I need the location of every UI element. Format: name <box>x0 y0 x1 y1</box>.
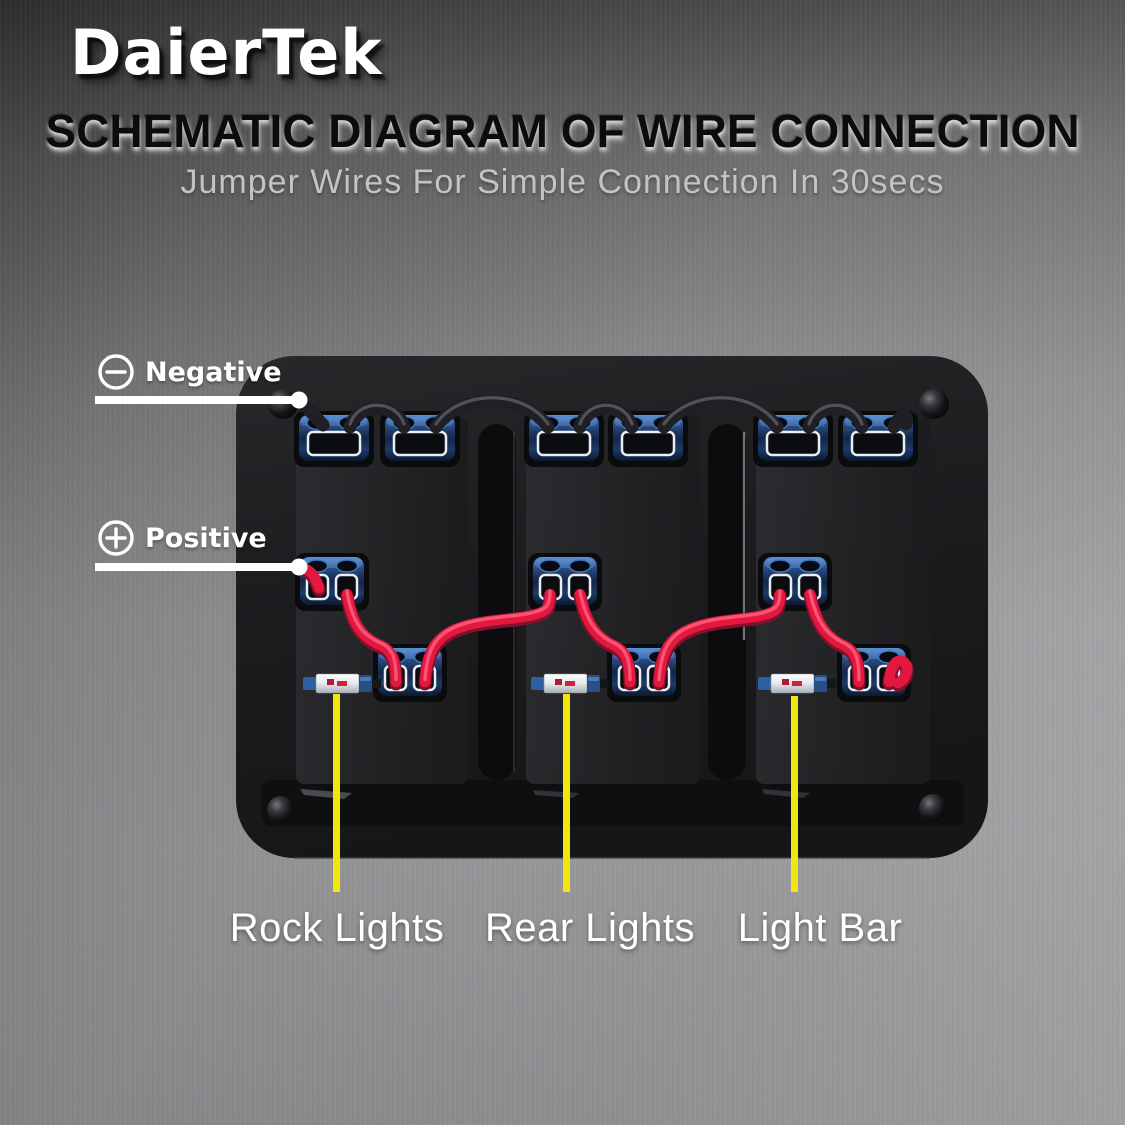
schematic-subtitle: Jumper Wires For Simple Connection In 30… <box>180 163 945 201</box>
plus-circle-icon <box>98 520 134 556</box>
screw-icon <box>267 796 295 824</box>
output-label-rear-lights: Rear Lights <box>484 906 696 950</box>
pointer-line-rear-lights <box>563 694 570 892</box>
panel-groove <box>478 424 516 780</box>
screw-icon <box>919 389 949 419</box>
output-label-rock-lights: Rock Lights <box>229 906 445 950</box>
negative-leader-dot <box>290 391 308 409</box>
minus-circle-icon <box>98 354 134 390</box>
negative-label: Negative <box>145 356 282 388</box>
pointer-line-light-bar <box>791 696 798 892</box>
panel-groove <box>708 424 746 780</box>
terminal-mid-3 <box>756 551 834 613</box>
negative-leader-line <box>95 396 292 404</box>
terminal-mid-2 <box>526 551 604 613</box>
positive-leader-dot <box>290 558 308 576</box>
screw-icon <box>919 794 947 822</box>
pointer-line-rock-lights <box>333 694 340 892</box>
positive-leader-line <box>95 563 292 571</box>
terminal-mid-1 <box>293 551 371 613</box>
schematic-title: SCHEMATIC DIAGRAM OF WIRE CONNECTION <box>45 105 1080 157</box>
negative-callout: Negative <box>96 352 282 392</box>
positive-callout: Positive <box>96 518 267 558</box>
brand-logo: DaierTek <box>70 16 383 89</box>
positive-label: Positive <box>145 522 267 554</box>
output-label-light-bar: Light Bar <box>737 906 903 950</box>
panel-recess <box>262 780 964 826</box>
